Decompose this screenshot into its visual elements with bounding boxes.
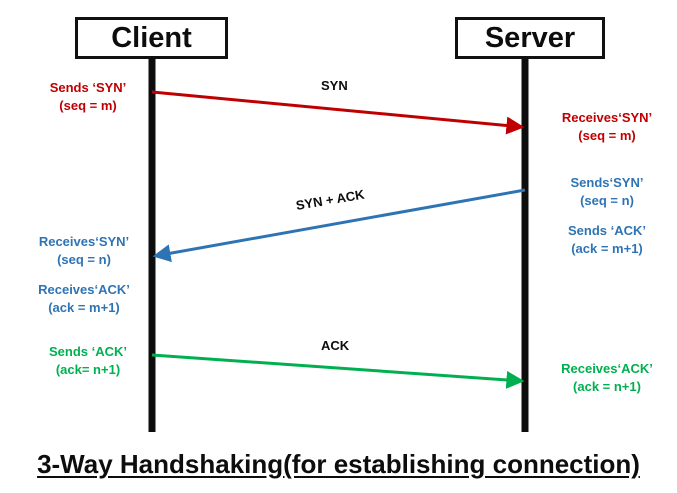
syn-arrow (151, 90, 525, 135)
annotation-line: Sends‘SYN’ (570, 175, 644, 190)
server-node-box: Server (455, 17, 605, 59)
client-node-box: Client (75, 17, 228, 59)
ack-arrow-label: ACK (321, 338, 350, 353)
diagram-title: 3-Way Handshaking(for establishing conne… (37, 449, 640, 479)
annotation-line: (ack = m+1) (48, 299, 120, 315)
ack-arrow (151, 353, 525, 389)
annotation-line: (ack = m+1) (571, 240, 643, 256)
annotation-line: (seq = n) (580, 192, 634, 208)
syn-arrow-label: SYN (321, 78, 348, 93)
annotation-server-sends-syn: Sends‘SYN’ (seq = n) (543, 174, 671, 210)
annotation-server-receives-ack: Receives‘ACK’ (ack = n+1) (543, 360, 671, 396)
annotation-server-sends-ack: Sends ‘ACK’ (ack = m+1) (543, 222, 671, 258)
annotation-line: (seq = n) (57, 251, 111, 267)
annotation-server-receives-syn: Receives‘SYN’ (seq = m) (543, 109, 671, 145)
annotation-client-receives-syn: Receives‘SYN’ (seq = n) (20, 233, 148, 269)
annotation-client-sends-ack: Sends ‘ACK’ (ack= n+1) (28, 343, 148, 379)
annotation-line: Sends ‘ACK’ (48, 344, 127, 359)
annotation-line: Receives‘SYN’ (561, 110, 653, 125)
annotation-line: (seq = m) (59, 97, 117, 113)
annotation-line: (ack = n+1) (573, 378, 641, 394)
annotation-line: (ack= n+1) (55, 361, 121, 377)
annotation-line: Receives‘ACK’ (561, 361, 653, 376)
annotation-line: (seq = m) (578, 127, 636, 143)
annotation-line: Receives‘SYN’ (38, 234, 130, 249)
annotation-client-sends-syn: Sends ‘SYN’ (seq = m) (28, 79, 148, 115)
client-node-label: Client (111, 21, 192, 54)
syn-ack-arrow (152, 188, 526, 263)
annotation-client-receives-ack: Receives‘ACK’ (ack = m+1) (20, 281, 148, 317)
server-node-label: Server (484, 21, 576, 54)
annotation-line: Sends ‘SYN’ (49, 80, 127, 95)
annotation-line: Receives‘ACK’ (38, 282, 130, 297)
annotation-line: Sends ‘ACK’ (567, 223, 646, 238)
